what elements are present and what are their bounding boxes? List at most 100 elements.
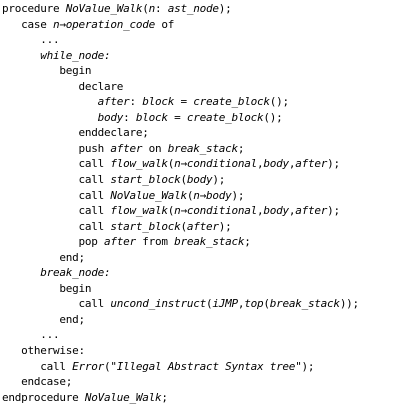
code-keyword: call: [78, 204, 111, 218]
code-identifier: break_node:: [40, 266, 111, 280]
code-identifier: create_block: [186, 110, 264, 124]
code-line: while_node:: [2, 48, 418, 64]
code-keyword: →: [59, 17, 66, 31]
code-keyword: ,: [288, 157, 296, 171]
code-keyword: );: [327, 204, 340, 218]
code-keyword: begin: [59, 64, 92, 78]
code-keyword: ...: [40, 33, 60, 47]
code-indent: [2, 18, 21, 31]
code-keyword: end;: [59, 312, 85, 326]
code-keyword: ,: [256, 157, 264, 171]
code-line: end;: [2, 250, 418, 266]
code-keyword: );: [231, 188, 245, 202]
code-identifier: flow_walk: [110, 204, 168, 218]
code-keyword: );: [218, 2, 232, 15]
code-indent: [2, 375, 21, 388]
code-indent: [2, 64, 59, 77]
code-keyword: =: [167, 110, 187, 124]
code-line: case n→operation_code of: [2, 17, 418, 33]
code-indent: [2, 33, 40, 46]
code-keyword: begin: [59, 281, 92, 295]
code-indent: [2, 251, 59, 264]
code-identifier: block: [142, 95, 175, 109]
code-keyword: );: [212, 173, 226, 187]
code-line: ...: [2, 32, 418, 48]
code-identifier: Illegal Abstract Syntax tree: [116, 359, 296, 373]
code-indent: [2, 95, 98, 108]
code-keyword: ();: [263, 110, 283, 124]
code-identifier: body: [205, 188, 232, 202]
code-keyword: =: [174, 95, 194, 109]
code-identifier: body: [263, 204, 289, 218]
code-indent: [2, 111, 98, 124]
code-keyword: ,: [237, 297, 245, 311]
code-line: endprocedure NoValue_Walk;: [2, 390, 418, 406]
code-keyword: ,: [256, 204, 264, 218]
code-line: call flow_walk(n→conditional,body,after)…: [2, 203, 418, 219]
code-indent: [2, 173, 78, 186]
code-keyword: call: [78, 297, 111, 311]
code-keyword: push: [78, 141, 111, 155]
code-identifier: break_stack: [269, 297, 340, 311]
code-identifier: iJMP: [212, 297, 238, 311]
code-identifier: after: [110, 141, 143, 155]
code-identifier: create_block: [193, 95, 270, 109]
code-keyword: call: [78, 157, 111, 171]
code-indent: [2, 344, 21, 357]
code-keyword: (: [167, 157, 175, 171]
code-line: call Error("Illegal Abstract Syntax tree…: [2, 359, 418, 375]
code-identifier: n: [148, 2, 156, 15]
code-keyword: call: [78, 219, 111, 233]
code-keyword: ...: [40, 328, 60, 342]
code-keyword: ;: [237, 141, 245, 155]
code-indent: [2, 142, 78, 155]
code-keyword: →: [180, 204, 187, 218]
code-line: otherwise:: [2, 343, 418, 359]
code-identifier: after: [295, 204, 328, 218]
code-identifier: break_stack: [167, 141, 238, 155]
code-identifier: n: [174, 157, 181, 171]
code-identifier: after: [295, 157, 328, 171]
code-keyword: );: [327, 157, 340, 171]
code-keyword: (": [104, 359, 117, 373]
code-keyword: otherwise:: [21, 344, 85, 358]
code-identifier: after: [103, 235, 136, 249]
code-line: break_node:: [2, 265, 418, 281]
code-identifier: body: [263, 157, 289, 171]
code-identifier: break_stack: [174, 235, 245, 249]
code-line: call uncond_instruct(iJMP,top(break_stac…: [2, 296, 418, 312]
code-identifier: Error: [72, 359, 104, 373]
code-keyword: pop: [78, 235, 104, 249]
code-keyword: endcase;: [21, 375, 73, 389]
code-keyword: from: [135, 235, 175, 249]
code-line: after: block = create_block();: [2, 94, 418, 110]
code-line: call start_block(body);: [2, 172, 418, 188]
code-keyword: :: [123, 110, 136, 124]
code-keyword: enddeclare;: [78, 126, 149, 140]
code-identifier: NoValue_Walk: [84, 390, 162, 404]
code-keyword: );: [218, 219, 232, 233]
code-line: pop after from break_stack;: [2, 234, 418, 250]
code-line: call NoValue_Walk(n→body);: [2, 188, 418, 204]
code-identifier: n: [174, 204, 181, 218]
code-keyword: call: [40, 359, 73, 373]
code-keyword: ;: [244, 235, 251, 249]
code-keyword: end;: [59, 250, 85, 264]
code-line: declare: [2, 79, 418, 95]
code-keyword: endprocedure: [2, 390, 85, 404]
code-keyword: ,: [288, 204, 296, 218]
code-identifier: after: [97, 95, 130, 109]
code-keyword: of: [154, 17, 175, 31]
code-indent: [2, 313, 59, 326]
code-identifier: ast_node: [167, 2, 219, 15]
code-keyword: →: [199, 188, 207, 202]
code-identifier: conditional: [186, 204, 257, 218]
code-indent: [2, 126, 78, 139]
code-identifier: n: [193, 188, 200, 202]
code-indent: [2, 266, 40, 279]
code-identifier: while_node:: [40, 48, 111, 62]
code-keyword: case: [21, 17, 53, 31]
code-line: begin: [2, 281, 418, 297]
code-keyword: call: [78, 173, 111, 187]
